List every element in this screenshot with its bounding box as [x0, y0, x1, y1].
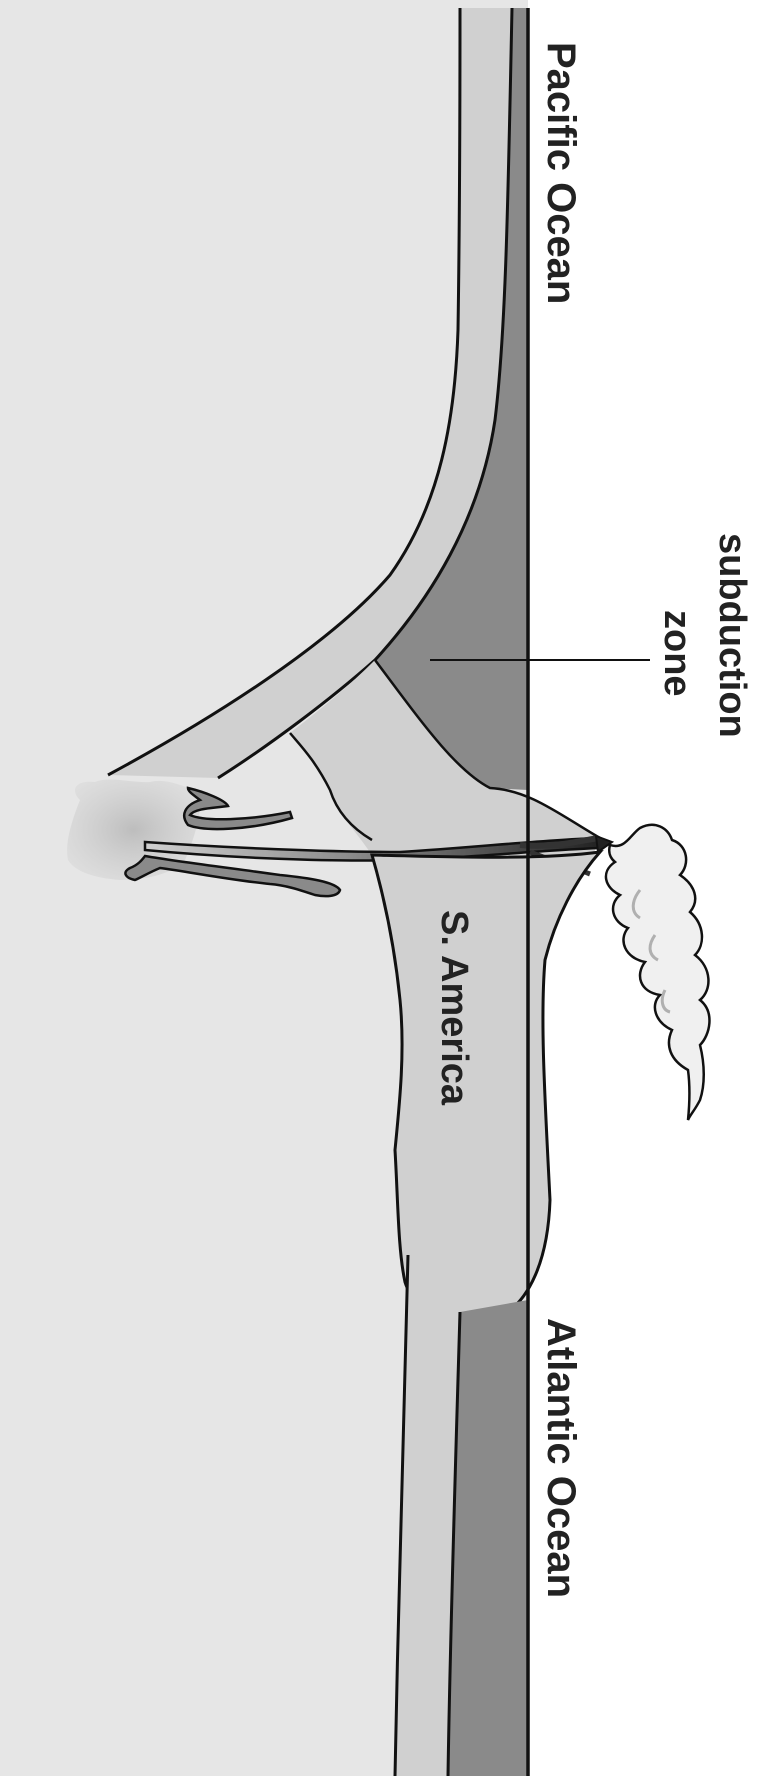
south-america-label: S. America [433, 910, 475, 1106]
atlantic-crust-dark [448, 1300, 528, 1776]
ash-plume [606, 825, 710, 1120]
pacific-ocean-label: Pacific Ocean [539, 42, 583, 304]
atlantic-ocean-label: Atlantic Ocean [539, 1318, 583, 1598]
subduction-label-line1: subduction [711, 533, 753, 738]
south-america-crust [372, 852, 600, 1318]
subduction-label-line2: zone [656, 610, 698, 697]
